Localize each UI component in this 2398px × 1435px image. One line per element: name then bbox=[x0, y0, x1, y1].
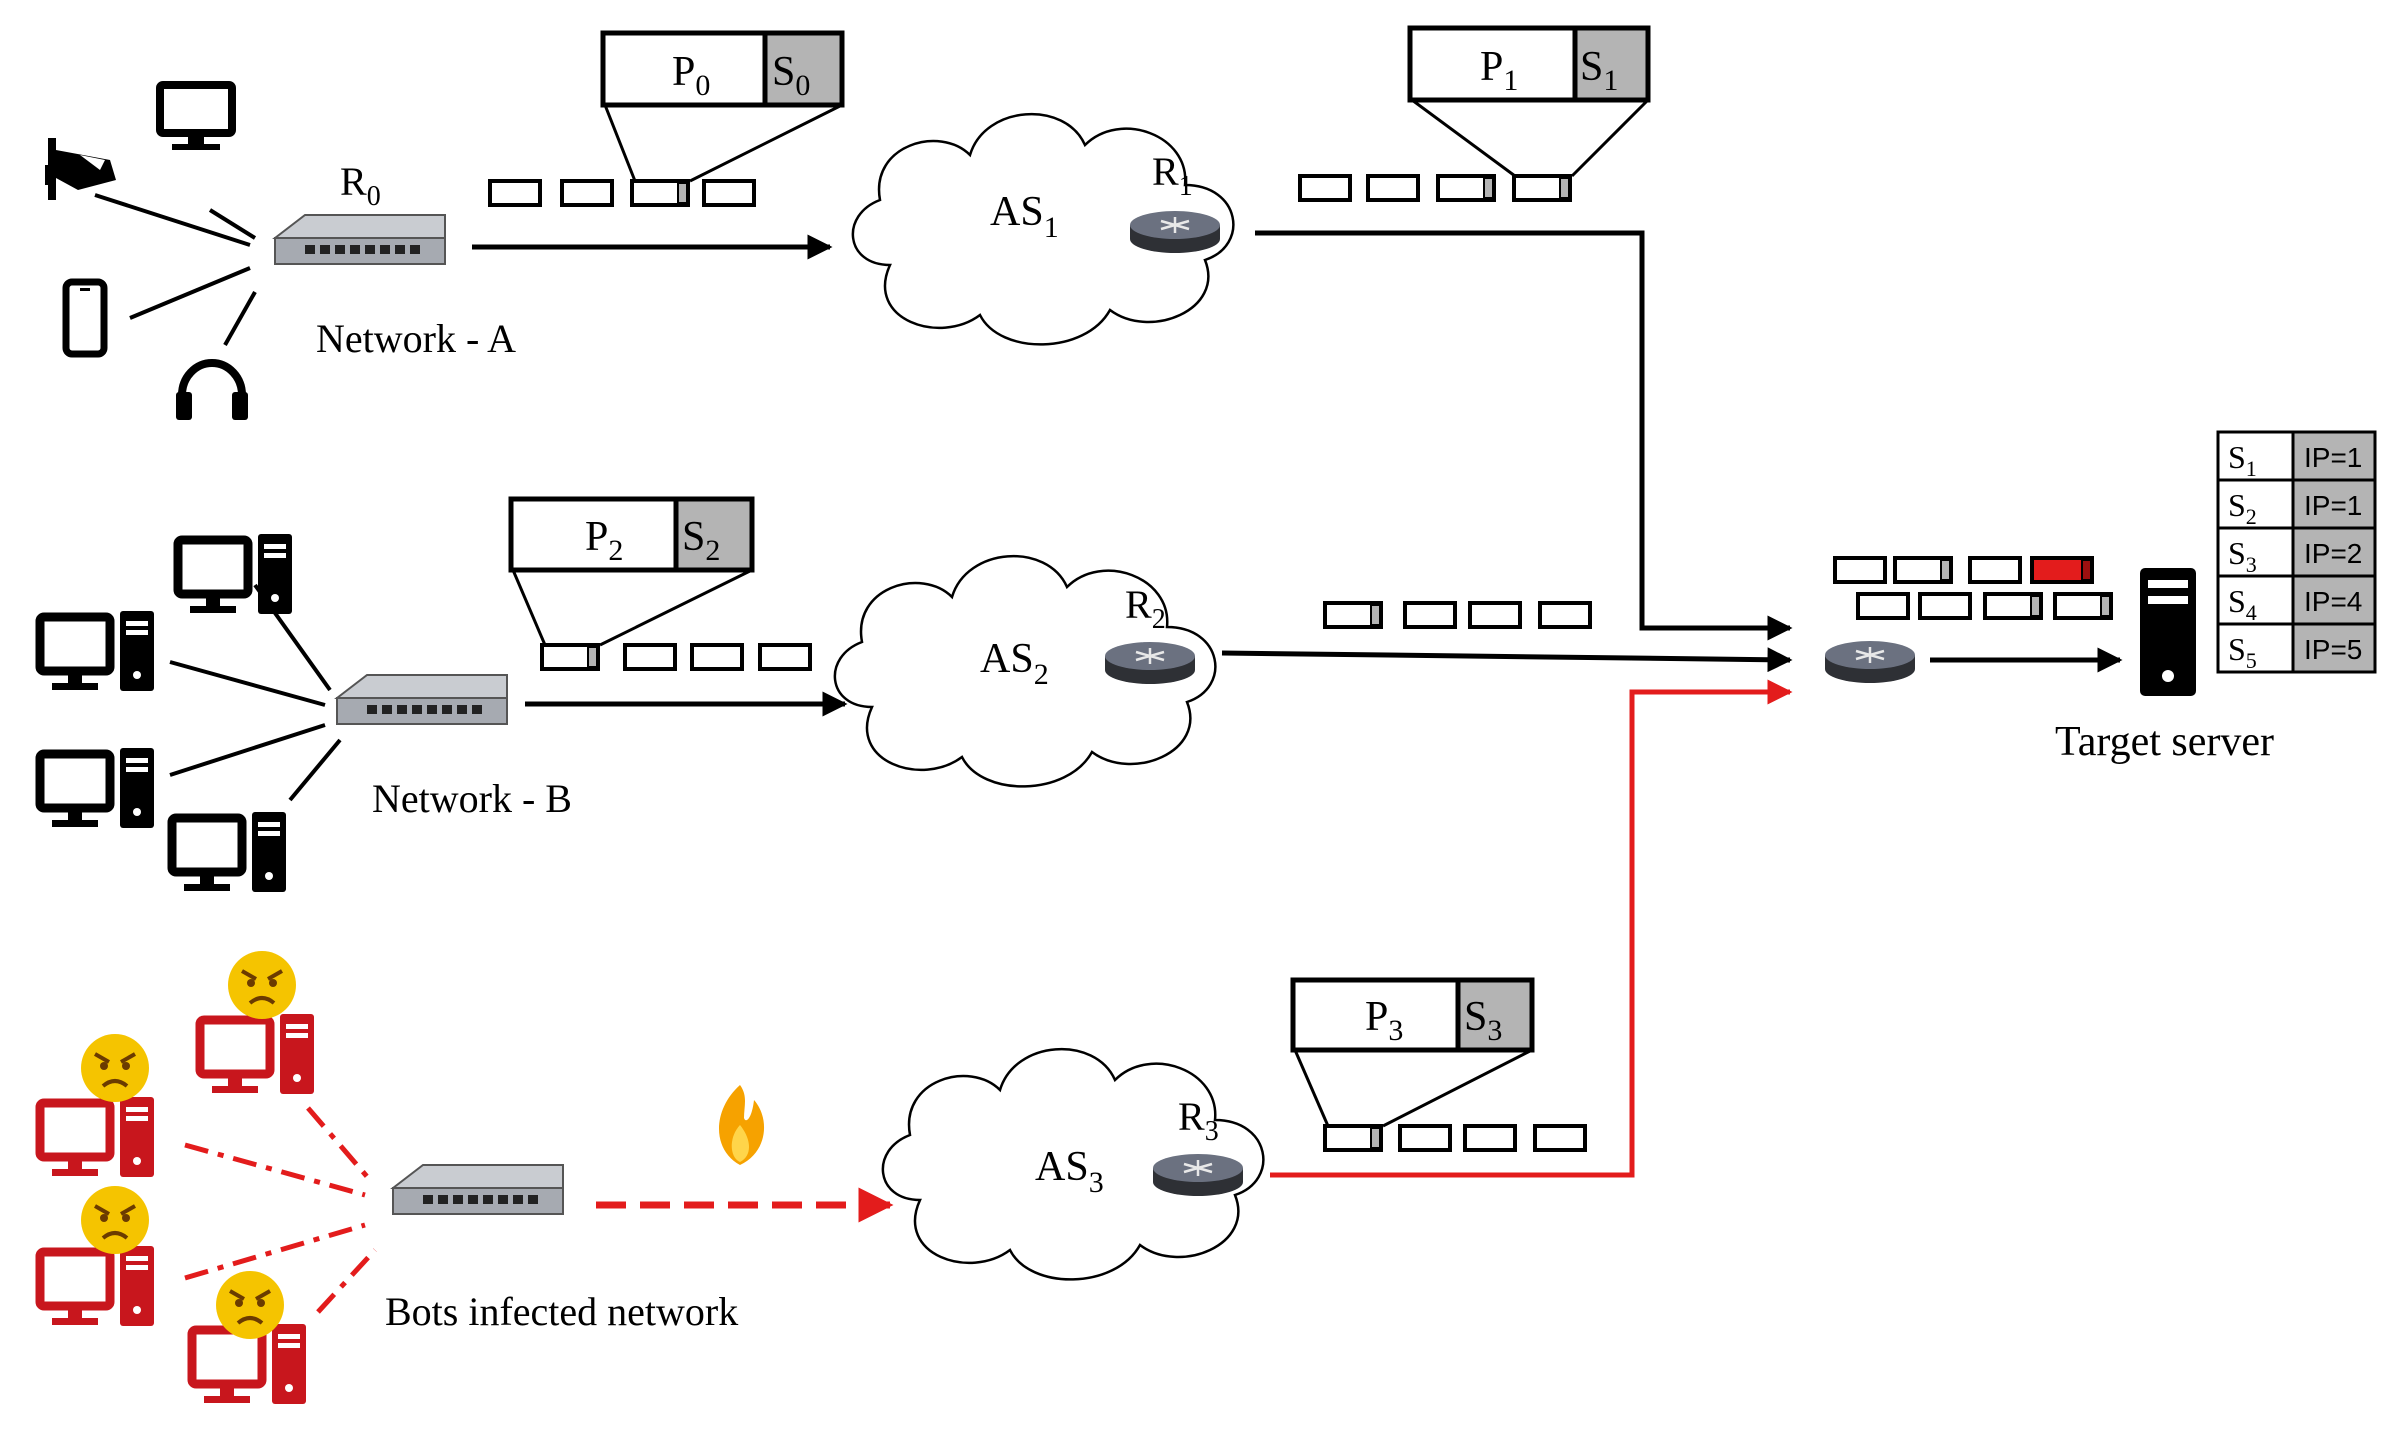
table-row-signature: S2 bbox=[2228, 487, 2257, 529]
victim-router-icon bbox=[1823, 639, 1917, 685]
packet-marks bbox=[587, 177, 2111, 1149]
packet bbox=[560, 179, 614, 207]
network-b-switch-icon bbox=[336, 674, 508, 725]
packet-s2-label: S2 bbox=[682, 514, 720, 567]
pc-icon bbox=[178, 534, 292, 614]
table-row-ip: IP=2 bbox=[2304, 538, 2362, 569]
router-r2-icon bbox=[1103, 640, 1197, 686]
as1-cloud: AS1 R1 bbox=[851, 112, 1235, 346]
router-r1-icon bbox=[1128, 209, 1222, 255]
path-as2-to-victim bbox=[1221, 647, 1793, 673]
table-row-ip: IP=1 bbox=[2304, 490, 2362, 521]
as2-label: AS2 bbox=[980, 636, 1049, 691]
angry-face-icon bbox=[226, 949, 298, 1021]
as2-cloud: AS2 R2 bbox=[833, 554, 1217, 788]
network-a-links bbox=[94, 193, 257, 346]
security-camera-icon bbox=[45, 138, 116, 200]
bot-pc-icon bbox=[200, 1014, 314, 1094]
router-r0-label: R0 bbox=[340, 159, 381, 212]
router-r3-icon bbox=[1151, 1152, 1245, 1198]
network-a-switch-icon bbox=[274, 214, 446, 265]
bot-links bbox=[184, 1106, 377, 1314]
packet bbox=[1468, 601, 1522, 629]
router-r2-label: R2 bbox=[1125, 582, 1166, 635]
network-a: R0 Network - A bbox=[45, 81, 516, 420]
table-row-ip: IP=5 bbox=[2304, 634, 2362, 665]
as3-cloud: AS3 R3 bbox=[881, 1047, 1265, 1281]
monitor-icon bbox=[156, 81, 236, 150]
bots-network-label: Bots infected network bbox=[385, 1289, 738, 1334]
network-a-label: Network - A bbox=[316, 316, 516, 361]
pc-icon bbox=[40, 748, 154, 828]
smartphone-icon bbox=[62, 278, 108, 358]
packet-s3-label: S3 bbox=[1464, 994, 1502, 1047]
pc-icon bbox=[40, 611, 154, 691]
angry-face-icon bbox=[79, 1184, 151, 1256]
router-r1-label: R1 bbox=[1152, 149, 1193, 202]
packet bbox=[702, 179, 756, 207]
packet-p0-label: P0 bbox=[672, 49, 710, 102]
table-row-signature: S1 bbox=[2228, 439, 2257, 481]
as3-label: AS3 bbox=[1035, 1144, 1104, 1199]
network-b-label: Network - B bbox=[372, 776, 572, 821]
packet-callout-p1: P1 S1 bbox=[1407, 25, 1651, 178]
packet bbox=[1403, 601, 1457, 629]
packet-callout-p2: P2 S2 bbox=[508, 496, 755, 647]
table-row-ip: IP=1 bbox=[2304, 442, 2362, 473]
table-row-signature: S5 bbox=[2228, 631, 2257, 673]
packet bbox=[488, 179, 542, 207]
packet bbox=[1856, 592, 1910, 620]
packet bbox=[1533, 1124, 1587, 1152]
router-r3-label: R3 bbox=[1178, 1094, 1219, 1147]
headphones-icon bbox=[176, 359, 248, 420]
packet-p3-label: P3 bbox=[1365, 994, 1403, 1047]
packet-callout-p3: P3 S3 bbox=[1290, 977, 1535, 1128]
path-as1-to-victim bbox=[1255, 230, 1793, 641]
packet bbox=[1366, 174, 1420, 202]
flow-arrows bbox=[472, 230, 2123, 1223]
packet bbox=[1538, 601, 1592, 629]
pc-icon bbox=[172, 812, 286, 892]
table-row-ip: IP=4 bbox=[2304, 586, 2362, 617]
packet bbox=[758, 643, 812, 671]
as1-label: AS1 bbox=[990, 189, 1059, 244]
network-b-links bbox=[169, 583, 342, 802]
packet bbox=[1833, 556, 1887, 584]
bot-pc-icon bbox=[40, 1097, 154, 1177]
packet bbox=[1918, 592, 1972, 620]
packet-p1-label: P1 bbox=[1480, 44, 1518, 97]
table-row-signature: S4 bbox=[2228, 583, 2257, 625]
packet bbox=[623, 643, 677, 671]
packet bbox=[1298, 174, 1352, 202]
traceback-table: S1 IP=1 S2 IP=1 S3 IP=2 S4 IP=4 S5 IP=5 bbox=[2216, 430, 2377, 674]
packet-p2-label: P2 bbox=[585, 514, 623, 567]
target-server-label: Target server bbox=[2055, 719, 2274, 765]
packet-s0-label: S0 bbox=[772, 49, 810, 102]
packet-callout-p0: P0 S0 bbox=[600, 30, 845, 183]
bot-pc-icon bbox=[40, 1246, 154, 1326]
packet bbox=[1463, 1124, 1517, 1152]
packet bbox=[1968, 556, 2022, 584]
packet bbox=[1398, 1124, 1452, 1152]
packet bbox=[690, 643, 744, 671]
path-as3-to-victim bbox=[1270, 679, 1793, 1178]
angry-face-icon bbox=[79, 1032, 151, 1104]
network-b: Network - B bbox=[40, 534, 572, 892]
target-server-icon bbox=[2140, 568, 2196, 696]
bots-switch-icon bbox=[392, 1164, 564, 1215]
flame-icon bbox=[719, 1085, 765, 1165]
bots-network: Bots infected network bbox=[40, 949, 765, 1404]
packet-s1-label: S1 bbox=[1580, 44, 1618, 97]
table-row-signature: S3 bbox=[2228, 535, 2257, 577]
angry-face-icon bbox=[214, 1269, 286, 1341]
